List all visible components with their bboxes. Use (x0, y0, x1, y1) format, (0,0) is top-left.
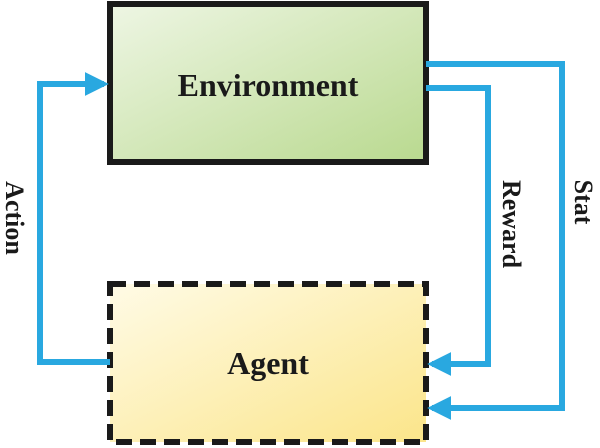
action-edge: Action (0, 72, 110, 365)
state-label: Stat (569, 180, 598, 225)
agent-node: Agent (107, 281, 429, 445)
reward-label: Reward (497, 180, 526, 269)
environment-label: Environment (178, 67, 359, 103)
state-arrow (426, 61, 565, 420)
reward-arrow (426, 85, 491, 376)
action-label: Action (0, 181, 29, 255)
agent-label: Agent (227, 345, 309, 381)
reward-edge: Reward (426, 85, 526, 376)
agent-box (107, 281, 429, 445)
state-edge: Stat (426, 61, 598, 420)
environment-node: Environment (107, 1, 429, 165)
environment-box (107, 1, 429, 165)
action-arrow (37, 72, 110, 365)
